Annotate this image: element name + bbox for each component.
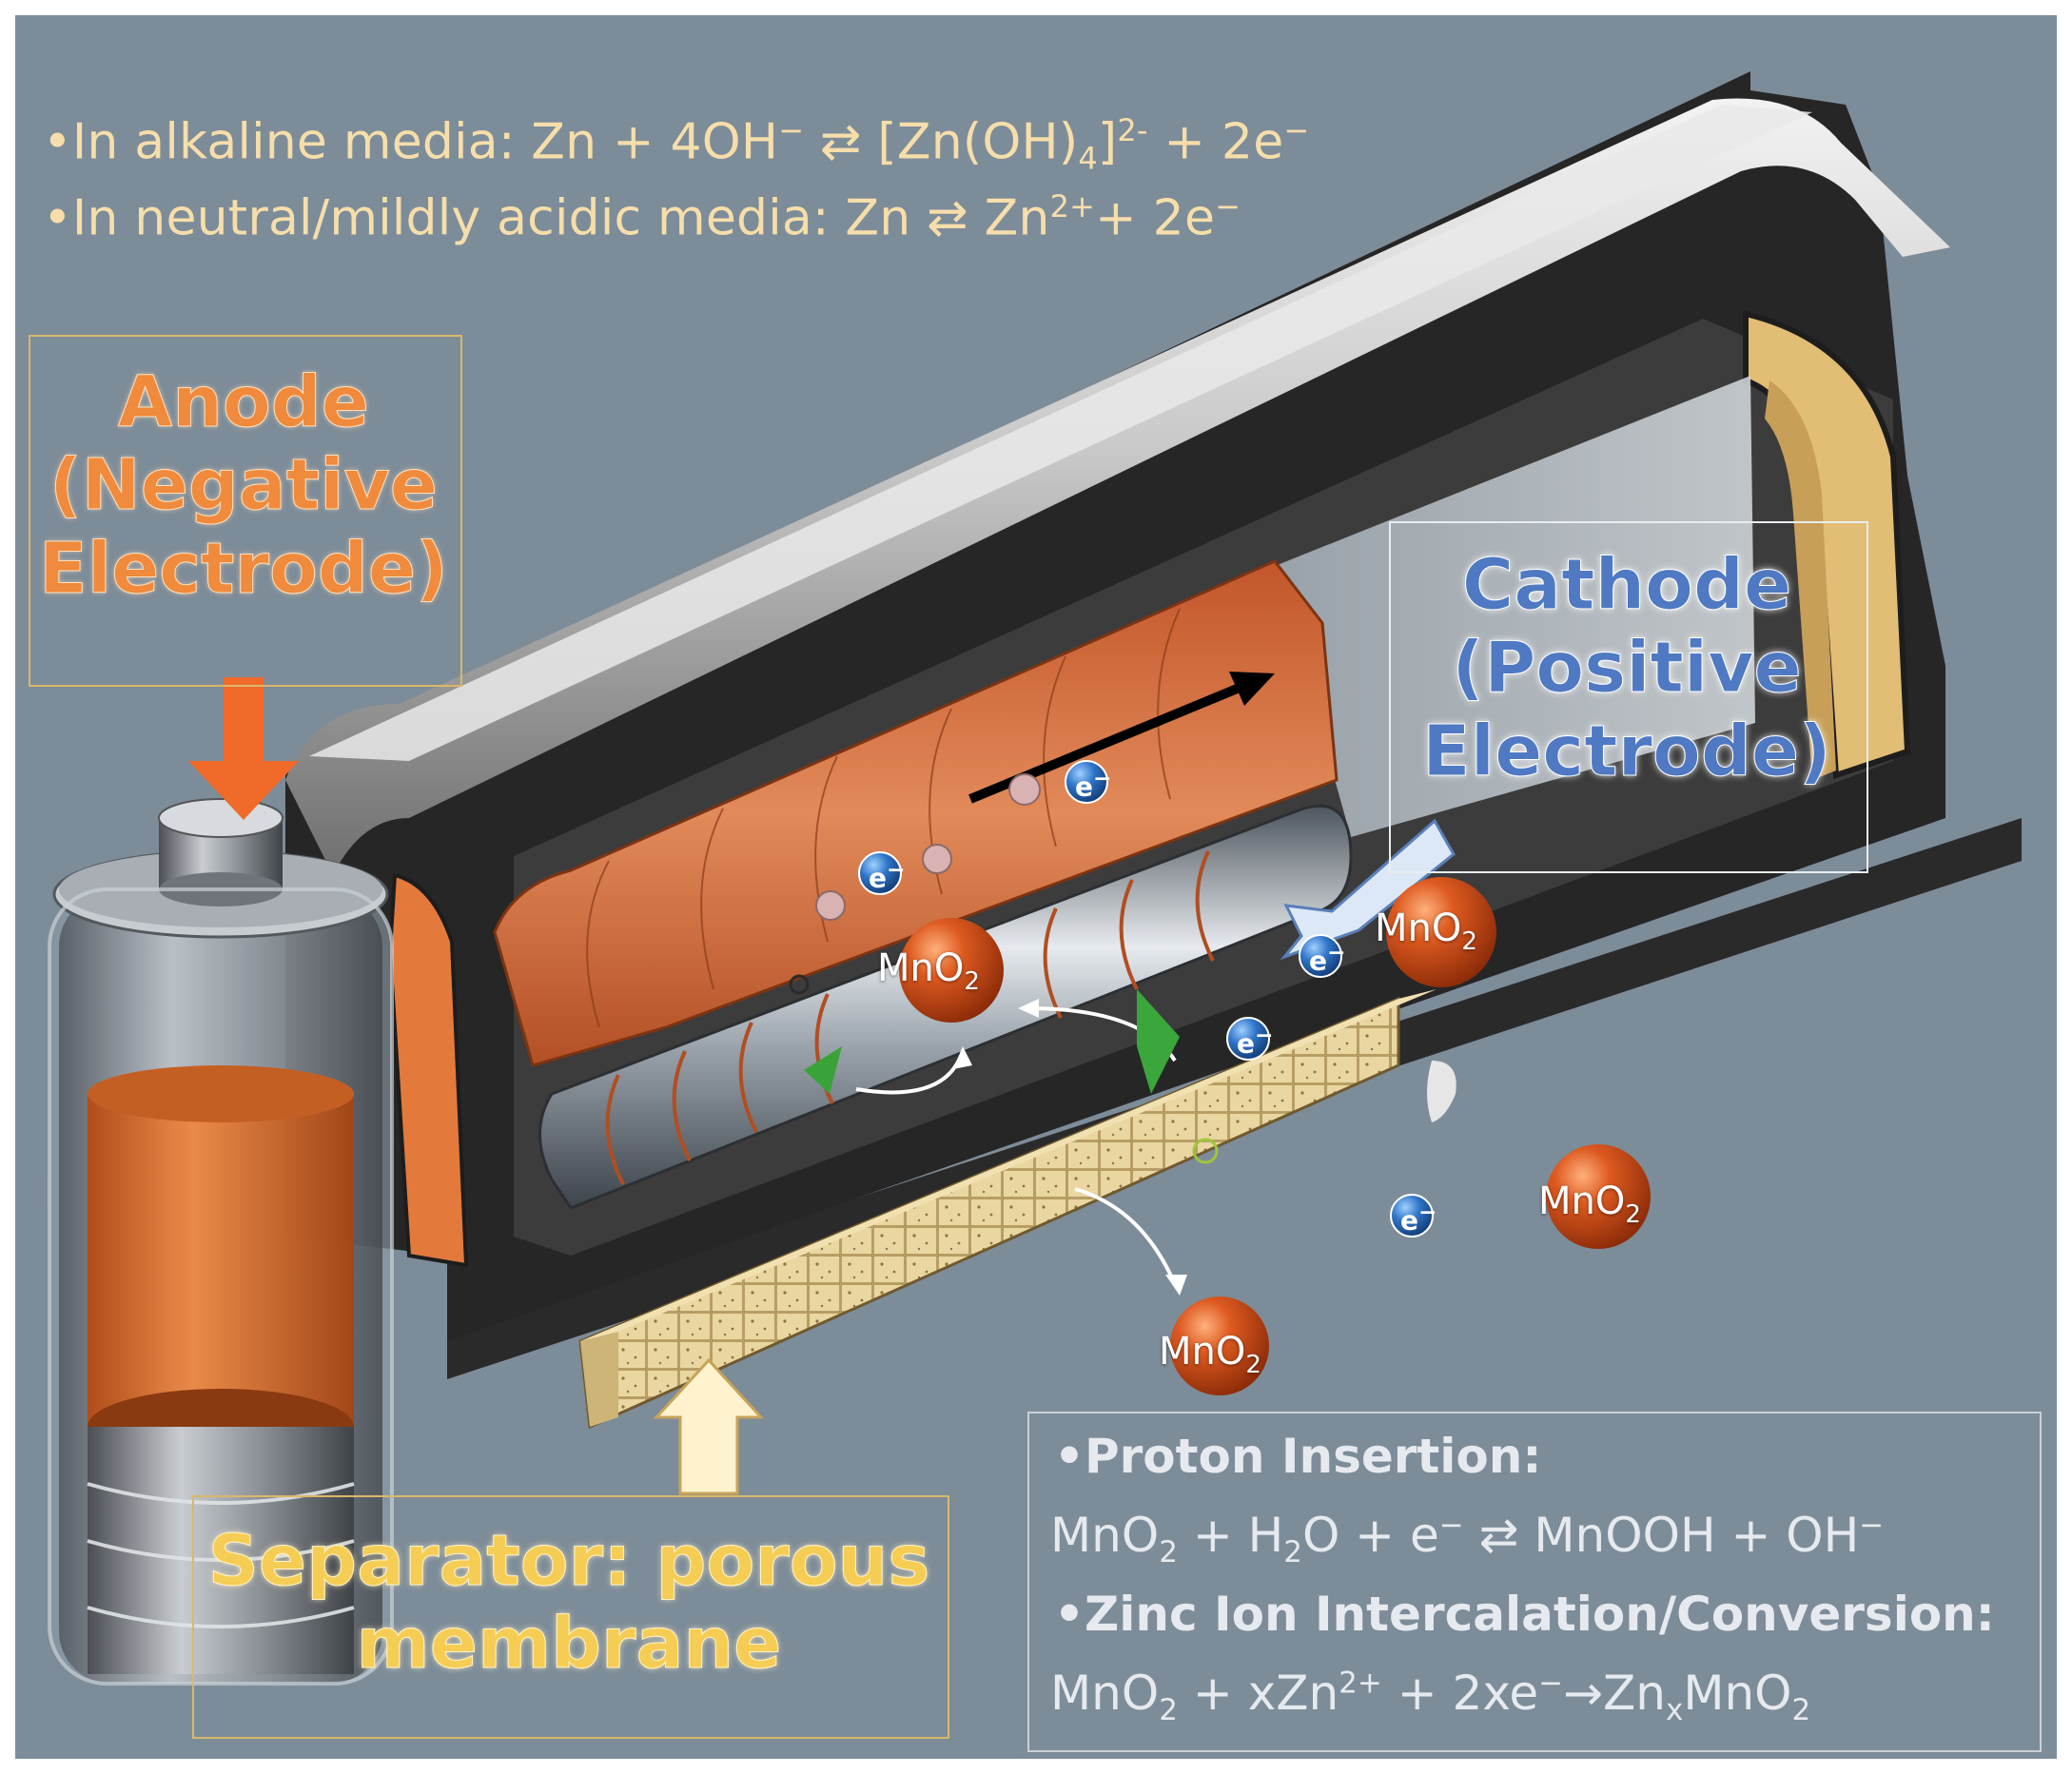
proton-insertion-equation: MnO2 + H2O + e− ⇄ MnOOH + OH− [1050,1508,1885,1569]
separator-label-box [192,1495,949,1739]
cathode-pointer-arrow [1280,818,1456,961]
electron-label: e− [1309,939,1346,977]
alkaline-reaction: •In alkaline media: Zn + 4OH− ⇄ [Zn(OH)4… [43,112,1310,177]
neutral-reaction: •In neutral/mildly acidic media: Zn ⇄ Zn… [43,188,1241,247]
cathode-label-box [1389,521,1868,873]
mno2-label: MnO2 [1159,1330,1261,1379]
mno2-label: MnO2 [1375,906,1477,956]
mno2-label: MnO2 [877,946,980,996]
mno2-label: MnO2 [1538,1179,1641,1229]
battery-cutaway [285,71,2022,1430]
separator-label: Separator: porous membrane [207,1519,930,1686]
cylindrical-cell [48,798,394,1686]
electron-particles [858,760,1434,1238]
anode-layer [493,559,1339,1067]
zinc-ion-markers [789,773,1456,1164]
electron-label: e− [1075,765,1112,803]
zinc-intercalation-equation: MnO2 + xZn2+ + 2xe−→ZnxMnO2 [1050,1666,1811,1727]
anode-label-box [29,335,462,687]
proton-insertion-heading: •Proton Insertion: [1054,1429,1542,1484]
electron-label: e− [1237,1022,1274,1060]
mno2-particles [899,877,1651,1395]
electron-label: e− [869,856,906,894]
electron-label: e− [1400,1199,1437,1237]
anode-label: Anode (Negative Electrode) [39,361,449,610]
mechanism-box [1027,1412,2042,1752]
cathode-label: Cathode (Positive Electrode) [1422,543,1832,792]
anode-pointer-arrow [188,677,299,820]
separator-pointer-arrow [653,1357,765,1495]
zinc-intercalation-heading: •Zinc Ion Intercalation/Conversion: [1054,1587,1995,1642]
